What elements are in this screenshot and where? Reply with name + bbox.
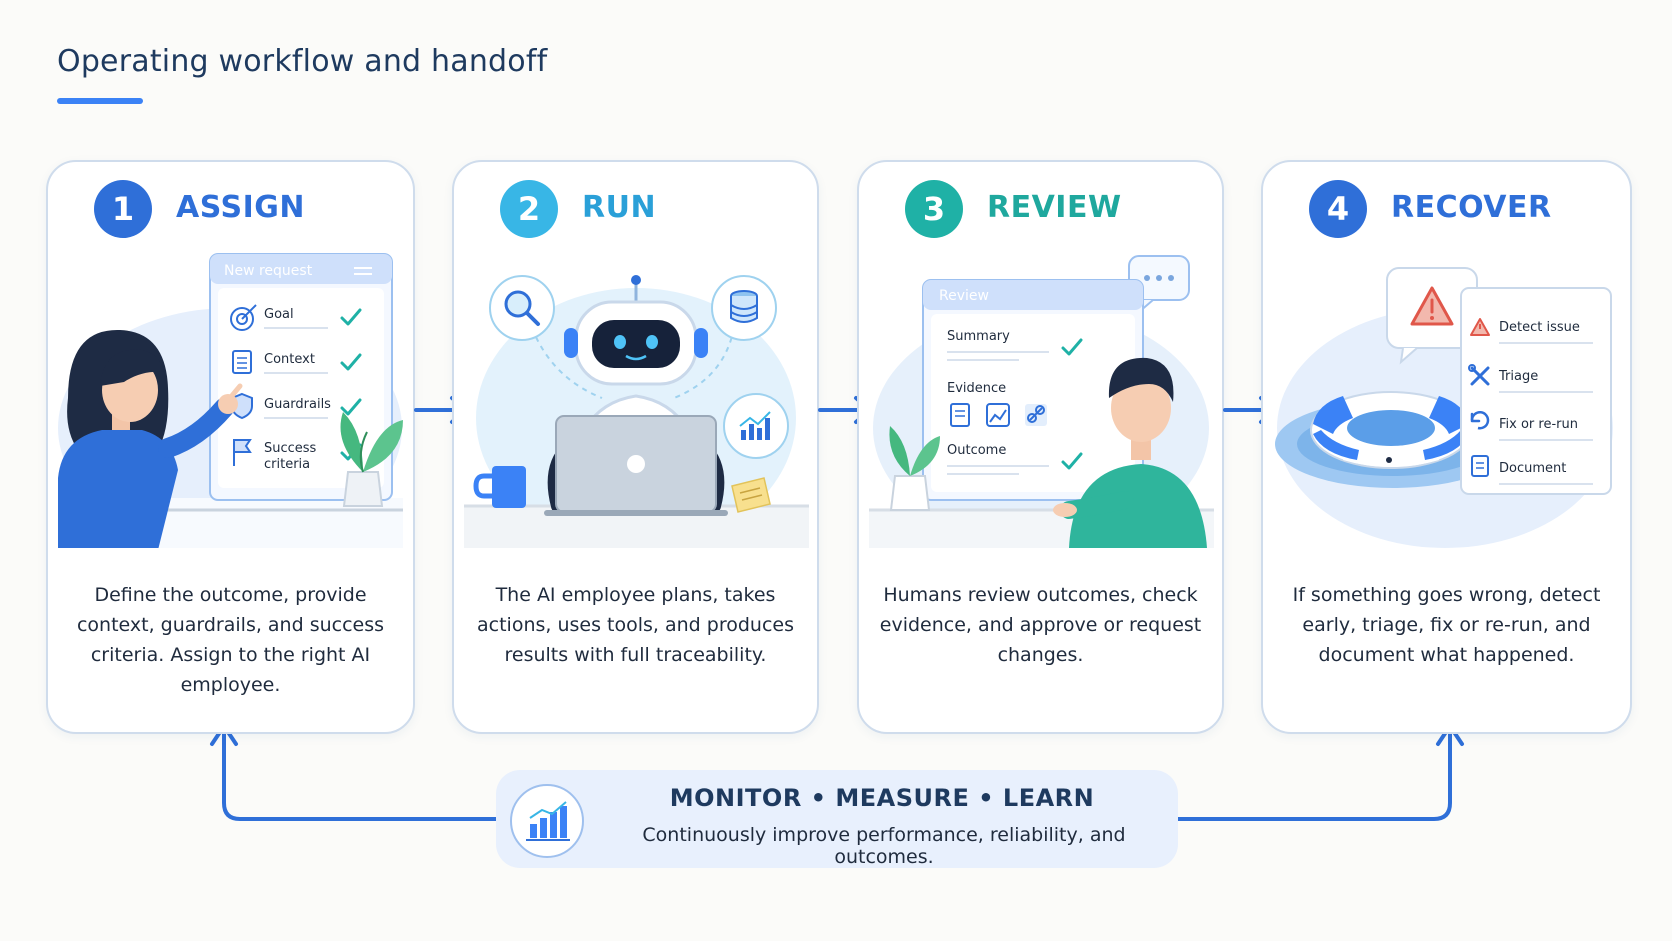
check-icon bbox=[340, 308, 362, 326]
monitor-measure-learn-box: MONITOR • MEASURE • LEARN Continuously i… bbox=[496, 770, 1178, 868]
item-guardrails: Guardrails bbox=[264, 397, 331, 412]
sticky-note bbox=[731, 477, 771, 513]
tools-icon bbox=[1468, 364, 1490, 386]
target-icon bbox=[230, 304, 257, 331]
footer-heading: MONITOR • MEASURE • LEARN bbox=[669, 784, 1095, 812]
item-summary: Summary bbox=[947, 329, 1010, 344]
panel-title: Review bbox=[939, 288, 989, 304]
item-success: Success bbox=[264, 441, 317, 456]
flag-icon bbox=[233, 439, 252, 466]
item-outcome: Outcome bbox=[947, 443, 1006, 458]
step-title: RUN bbox=[582, 190, 657, 225]
step-card-run: 2 RUN bbox=[452, 160, 819, 734]
assign-illustration: New request Goal Context Guardrails Succ… bbox=[58, 253, 403, 548]
mug bbox=[473, 466, 526, 508]
warning-icon bbox=[1386, 267, 1478, 365]
review-panel: Review Summary Evidence Outcome bbox=[922, 279, 1144, 501]
item-document: Document bbox=[1499, 461, 1566, 476]
new-request-panel: New request Goal Context Guardrails Succ… bbox=[209, 253, 393, 501]
item-success-criteria: criteria bbox=[264, 457, 310, 472]
chart-icon bbox=[723, 393, 789, 459]
link-icon bbox=[1025, 404, 1047, 426]
recover-illustration: Detect issue Triage Fix or re-run Docume… bbox=[1275, 267, 1613, 548]
check-icon bbox=[1061, 452, 1083, 470]
step-description: Define the outcome, provide context, gua… bbox=[76, 584, 385, 696]
step-title: RECOVER bbox=[1391, 190, 1552, 225]
recover-checklist-panel: Detect issue Triage Fix or re-run Docume… bbox=[1460, 287, 1612, 495]
check-icon bbox=[1061, 338, 1083, 356]
plant bbox=[889, 426, 940, 511]
step-number-badge: 1 bbox=[94, 180, 152, 238]
laptop bbox=[544, 415, 728, 516]
review-illustration: Review Summary Evidence Outcome bbox=[869, 255, 1214, 548]
check-icon bbox=[340, 398, 362, 416]
item-fix-or-rerun: Fix or re-run bbox=[1499, 417, 1578, 432]
man-figure bbox=[1053, 357, 1207, 548]
plant bbox=[340, 412, 403, 507]
document-icon bbox=[1471, 455, 1489, 477]
step-number-badge: 2 bbox=[500, 180, 558, 238]
step-title: ASSIGN bbox=[176, 190, 305, 225]
step-card-assign: 1 ASSIGN New request Goal Context Guardr… bbox=[46, 160, 415, 734]
search-icon bbox=[489, 275, 555, 341]
page-title: Operating workflow and handoff bbox=[57, 44, 548, 79]
check-icon bbox=[340, 353, 362, 371]
woman-figure bbox=[58, 329, 243, 548]
item-context: Context bbox=[264, 352, 315, 367]
database-icon bbox=[711, 275, 777, 341]
item-evidence: Evidence bbox=[947, 381, 1006, 396]
step-number-badge: 3 bbox=[905, 180, 963, 238]
refresh-icon bbox=[1470, 411, 1490, 430]
step-card-recover: 4 RECOVER Detect i bbox=[1261, 160, 1632, 734]
item-triage: Triage bbox=[1498, 369, 1538, 384]
life-ring bbox=[1275, 391, 1511, 488]
step-card-review: 3 REVIEW Review Summary Evidence bbox=[857, 160, 1224, 734]
title-underline bbox=[57, 98, 143, 104]
step-number-badge: 4 bbox=[1309, 180, 1367, 238]
step-description: If something goes wrong, detect early, t… bbox=[1292, 584, 1601, 666]
panel-title: New request bbox=[224, 263, 313, 279]
step-description: The AI employee plans, takes actions, us… bbox=[477, 584, 794, 666]
document-icon bbox=[232, 350, 252, 374]
footer-subtitle: Continuously improve performance, reliab… bbox=[642, 824, 1126, 868]
item-goal: Goal bbox=[264, 307, 294, 322]
chart-icon bbox=[986, 403, 1010, 427]
warning-icon bbox=[1470, 318, 1490, 336]
step-title: REVIEW bbox=[987, 190, 1122, 225]
document-icon bbox=[950, 403, 970, 427]
item-detect-issue: Detect issue bbox=[1499, 320, 1580, 335]
bar-chart-icon bbox=[510, 784, 584, 858]
step-description: Humans review outcomes, check evidence, … bbox=[879, 584, 1202, 666]
run-illustration bbox=[464, 275, 809, 548]
